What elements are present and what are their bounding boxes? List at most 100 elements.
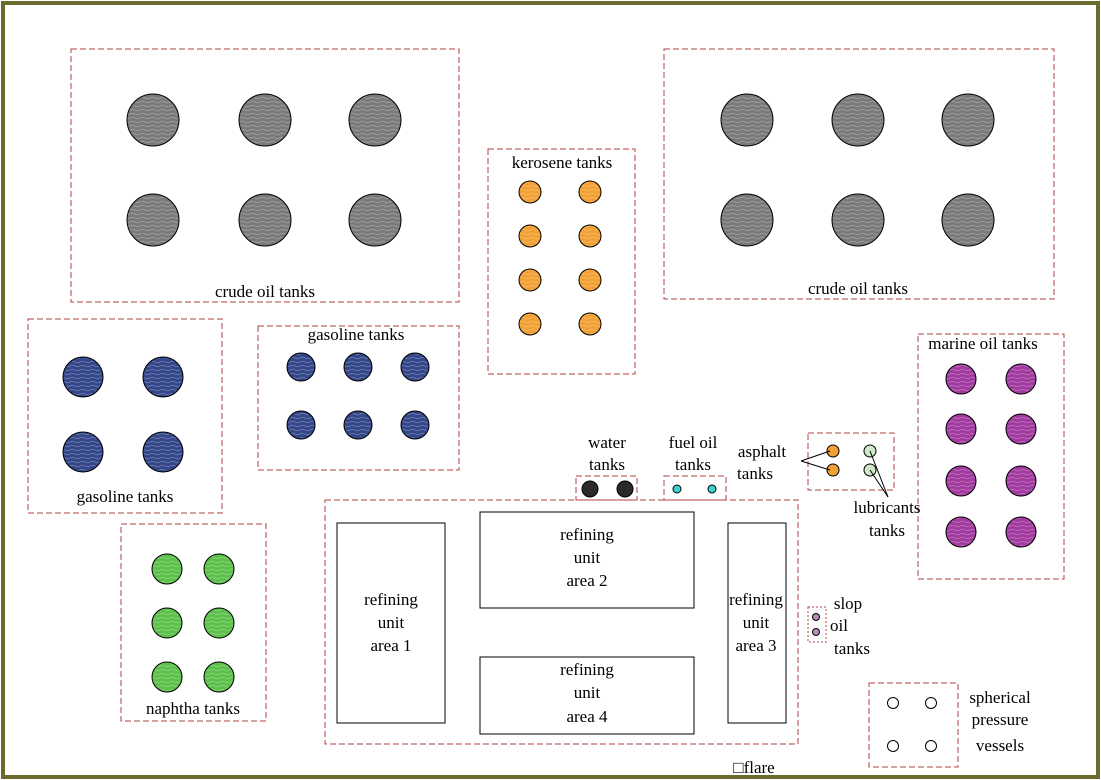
area-2-line-1: refining xyxy=(560,525,614,544)
zone-asphalt-lubricants xyxy=(807,432,895,491)
slop-oil-tank xyxy=(812,613,820,621)
zone-crude-oil-left xyxy=(70,48,460,303)
area-1-line-1: refining xyxy=(364,590,418,609)
spherical-pressure-vessel xyxy=(887,740,899,752)
area-4-line-3: area 4 xyxy=(566,707,608,726)
area-1-line-3: area 1 xyxy=(370,636,411,655)
refining-units xyxy=(336,511,787,735)
zone-water xyxy=(575,475,638,501)
gasoline-tank-mid-texture xyxy=(402,412,428,438)
crude-oil-tank-right-texture xyxy=(722,195,772,245)
crude-oil-tank-left-texture xyxy=(240,95,290,145)
label-gasoline-mid: gasoline tanks xyxy=(308,325,405,344)
gasoline-tank-left-texture xyxy=(64,433,102,471)
marine-oil-tank-texture xyxy=(947,467,975,495)
gasoline-tank-left-texture xyxy=(144,433,182,471)
kerosene-tank-texture xyxy=(580,314,600,334)
kerosene-tank-texture xyxy=(580,182,600,202)
area-4-line-2: unit xyxy=(574,683,601,702)
tanks xyxy=(62,93,1037,752)
spherical-pressure-vessel xyxy=(925,740,937,752)
label-lubricants-1: lubricants xyxy=(853,498,920,517)
zone-naphtha xyxy=(120,523,267,722)
label-flare: □flare xyxy=(733,758,774,777)
gasoline-tank-mid-texture xyxy=(288,354,314,380)
naphtha-tank-texture xyxy=(153,555,181,583)
label-gasoline-left: gasoline tanks xyxy=(77,487,174,506)
lubricants-leader-upper xyxy=(869,450,889,498)
gasoline-tank-mid-texture xyxy=(345,354,371,380)
asphalt-leader-upper xyxy=(800,450,831,462)
kerosene-tank-texture xyxy=(580,270,600,290)
naphtha-tank-texture xyxy=(153,663,181,691)
gasoline-tank-left-texture xyxy=(144,358,182,396)
lubricants-leader-lower xyxy=(869,469,889,498)
gasoline-tank-mid-texture xyxy=(288,412,314,438)
kerosene-tank-texture xyxy=(520,270,540,290)
area-2-line-2: unit xyxy=(574,548,601,567)
crude-oil-tank-right-texture xyxy=(833,195,883,245)
area-4-line-1: refining xyxy=(560,660,614,679)
refining-unit-area-3 xyxy=(727,522,787,724)
label-asphalt-1: asphalt xyxy=(738,442,786,461)
naphtha-tank-texture xyxy=(205,555,233,583)
label-asphalt-2: tanks xyxy=(737,464,773,483)
area-3-line-3: area 3 xyxy=(735,636,776,655)
crude-oil-tank-right-texture xyxy=(943,195,993,245)
crude-oil-tank-left-texture xyxy=(128,195,178,245)
marine-oil-tank-texture xyxy=(1007,518,1035,546)
zone-slop-oil xyxy=(807,606,827,643)
gasoline-tank-left-texture xyxy=(64,358,102,396)
label-water-1: water xyxy=(588,433,626,452)
kerosene-tank-texture xyxy=(520,314,540,334)
marine-oil-tank-texture xyxy=(947,518,975,546)
marine-oil-tank-texture xyxy=(947,365,975,393)
gasoline-tank-mid-texture xyxy=(402,354,428,380)
label-crude-oil-left: crude oil tanks xyxy=(215,282,315,301)
label-fuel-oil-2: tanks xyxy=(675,455,711,474)
naphtha-tank-texture xyxy=(205,663,233,691)
zone-gasoline-left xyxy=(27,318,223,514)
gasoline-tank-mid-texture xyxy=(345,412,371,438)
water-tank xyxy=(581,480,599,498)
asphalt-tank xyxy=(826,463,840,477)
water-tank xyxy=(616,480,634,498)
naphtha-tank-texture xyxy=(205,609,233,637)
zone-spherical xyxy=(868,682,959,768)
crude-oil-tank-right-texture xyxy=(943,95,993,145)
kerosene-tank-texture xyxy=(520,226,540,246)
asphalt-leader-lower xyxy=(800,460,831,471)
slop-oil-tank xyxy=(812,628,820,636)
label-fuel-oil-1: fuel oil xyxy=(669,433,718,452)
label-kerosene: kerosene tanks xyxy=(512,153,613,172)
label-crude-oil-right: crude oil tanks xyxy=(808,279,908,298)
area-2-line-3: area 2 xyxy=(566,571,607,590)
marine-oil-tank-texture xyxy=(1007,415,1035,443)
fuel-oil-tank xyxy=(672,484,682,494)
crude-oil-tank-left-texture xyxy=(350,195,400,245)
kerosene-tank-texture xyxy=(520,182,540,202)
label-spherical-1: spherical xyxy=(969,688,1031,707)
zone-gasoline-mid xyxy=(257,325,460,471)
asphalt-tank xyxy=(826,444,840,458)
label-slop-3: tanks xyxy=(834,639,870,658)
leader-lines xyxy=(800,450,889,498)
crude-oil-tank-right-texture xyxy=(722,95,772,145)
crude-oil-tank-right-texture xyxy=(833,95,883,145)
kerosene-tank-texture xyxy=(580,226,600,246)
crude-oil-tank-left-texture xyxy=(128,95,178,145)
label-naphtha: naphtha tanks xyxy=(146,699,240,718)
label-spherical-3: vessels xyxy=(976,736,1024,755)
zone-crude-oil-right xyxy=(663,48,1055,300)
refining-unit-area-4 xyxy=(479,656,695,735)
fuel-oil-tank xyxy=(707,484,717,494)
label-marine-oil: marine oil tanks xyxy=(928,334,1038,353)
zone-marine-oil xyxy=(917,333,1065,580)
refining-unit-area-1 xyxy=(336,522,446,724)
label-slop-2: oil xyxy=(830,616,848,635)
area-3-line-2: unit xyxy=(743,613,770,632)
label-lubricants-2: tanks xyxy=(869,521,905,540)
area-3-line-1: refining xyxy=(729,590,783,609)
